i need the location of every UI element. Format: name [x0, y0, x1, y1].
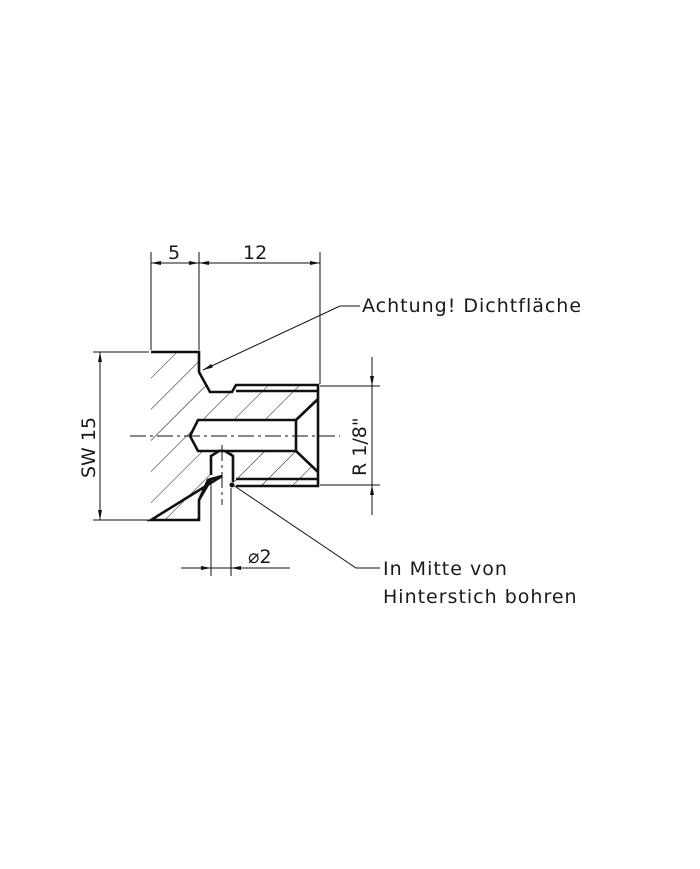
dim-thread-length: 12 [243, 242, 267, 264]
chamfer-top [295, 398, 319, 421]
dimension-top: 5 12 [150, 242, 321, 384]
annotation-drill: In Mitte von Hinterstich bohren [232, 484, 578, 608]
note-sealing-surface: Achtung! Dichtfläche [362, 295, 582, 317]
chamfer-bottom [295, 450, 319, 473]
dimension-thread: R 1/8" [320, 357, 380, 515]
bore [188, 418, 298, 453]
note-drill-line1: In Mitte von [383, 558, 508, 580]
part-section [146, 350, 320, 522]
dimension-bore: ⌀2 [181, 478, 290, 576]
dim-wrench-size: SW 15 [78, 417, 100, 478]
annotation-sealing: Achtung! Dichtfläche [202, 295, 582, 371]
dim-thread-size: R 1/8" [349, 417, 371, 476]
dimension-wrench: SW 15 [78, 351, 149, 521]
leader-dot [229, 482, 235, 488]
note-drill-line2: Hinterstich bohren [383, 586, 578, 608]
cross-drill [211, 451, 233, 475]
dim-bore-diameter: ⌀2 [248, 546, 272, 568]
dim-flange-width: 5 [168, 242, 180, 264]
